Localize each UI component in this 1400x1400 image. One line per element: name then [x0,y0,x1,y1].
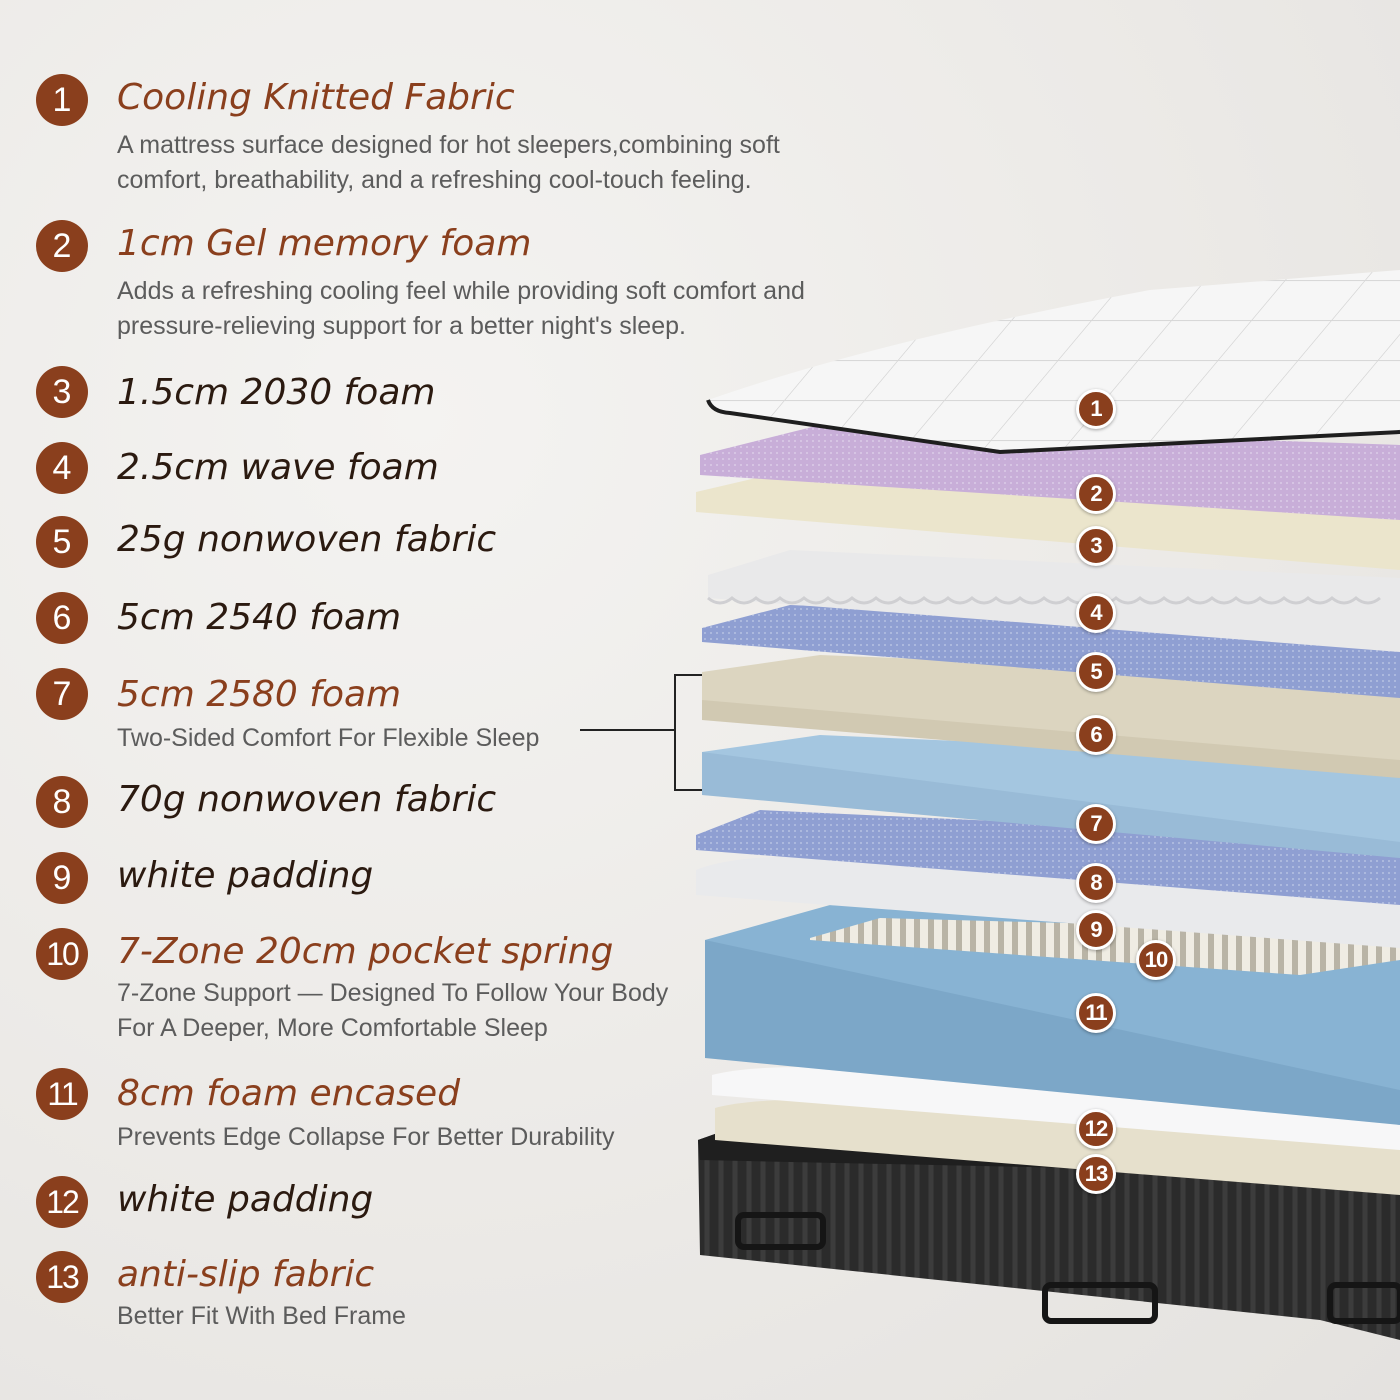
layer-description: Adds a refreshing cooling feel while pro… [117,277,805,340]
layer-callout-badge: 4 [1076,593,1116,633]
layer-callout-badge: 12 [1076,1109,1116,1149]
layer-description: Two-Sided Comfort For Flexible Sleep [117,724,540,752]
layer-title: 1.5cm 2030 foam [117,372,436,413]
layer-number-badge: 12 [36,1176,88,1228]
layer-title: white padding [117,1179,374,1220]
layer-callout-badge: 5 [1076,652,1116,692]
layer-number-badge: 10 [36,928,88,980]
layer-title: white padding [117,855,374,896]
layer-title: 5cm 2580 foam [117,674,402,715]
layer-number-badge: 6 [36,592,88,644]
layer-number-badge: 4 [36,442,88,494]
layer-description: A mattress surface designed for hot slee… [117,131,780,194]
layer-title: 1cm Gel memory foam [117,223,532,264]
layer-number-badge: 11 [36,1068,88,1120]
layer-number-badge: 2 [36,220,88,272]
layer-description: Prevents Edge Collapse For Better Durabi… [117,1123,615,1151]
layer-number-badge: 8 [36,776,88,828]
layer-callout-badge: 10 [1136,940,1176,980]
layer-title: 25g nonwoven fabric [117,519,497,560]
handle-icon [735,1212,826,1250]
layer-6-foam [702,655,1400,778]
layer-number-badge: 9 [36,852,88,904]
layer-number-badge: 7 [36,668,88,720]
layer-callout-badge: 2 [1076,474,1116,514]
layer-title: 70g nonwoven fabric [117,779,497,820]
layer-callout-badge: 9 [1076,910,1116,950]
layer-callout-badge: 7 [1076,804,1116,844]
layer-callout-badge: 6 [1076,715,1116,755]
layer-callout-badge: 1 [1076,389,1116,429]
layer-callout-badge: 8 [1076,863,1116,903]
layer-number-badge: 13 [36,1251,88,1303]
layer-title: 7-Zone 20cm pocket spring [117,931,614,972]
layer-11-white-sheet [712,1066,1400,1150]
two-sided-bracket [674,674,706,791]
layer-4-wave-foam [707,550,1400,652]
bracket-connector-line [580,729,676,731]
layer-callout-badge: 13 [1076,1154,1116,1194]
layer-title: anti-slip fabric [117,1254,375,1295]
layer-number-badge: 3 [36,366,88,418]
layer-callout-badge: 11 [1076,993,1116,1033]
handle-icon [1042,1282,1158,1324]
layer-description: Better Fit With Bed Frame [117,1302,406,1330]
layer-callout-badge: 3 [1076,526,1116,566]
layer-description: 7-Zone Support — Designed To Follow Your… [117,979,669,1042]
layer-1-knitted-top [706,270,1400,455]
handle-icon [1327,1282,1400,1324]
layer-title: 8cm foam encased [117,1073,461,1114]
layer-7-foam [702,735,1400,858]
layer-title: Cooling Knitted Fabric [117,77,515,118]
layer-number-badge: 5 [36,516,88,568]
layer-title: 2.5cm wave foam [117,447,439,488]
layer-number-badge: 1 [36,74,88,126]
layer-title: 5cm 2540 foam [117,597,402,638]
